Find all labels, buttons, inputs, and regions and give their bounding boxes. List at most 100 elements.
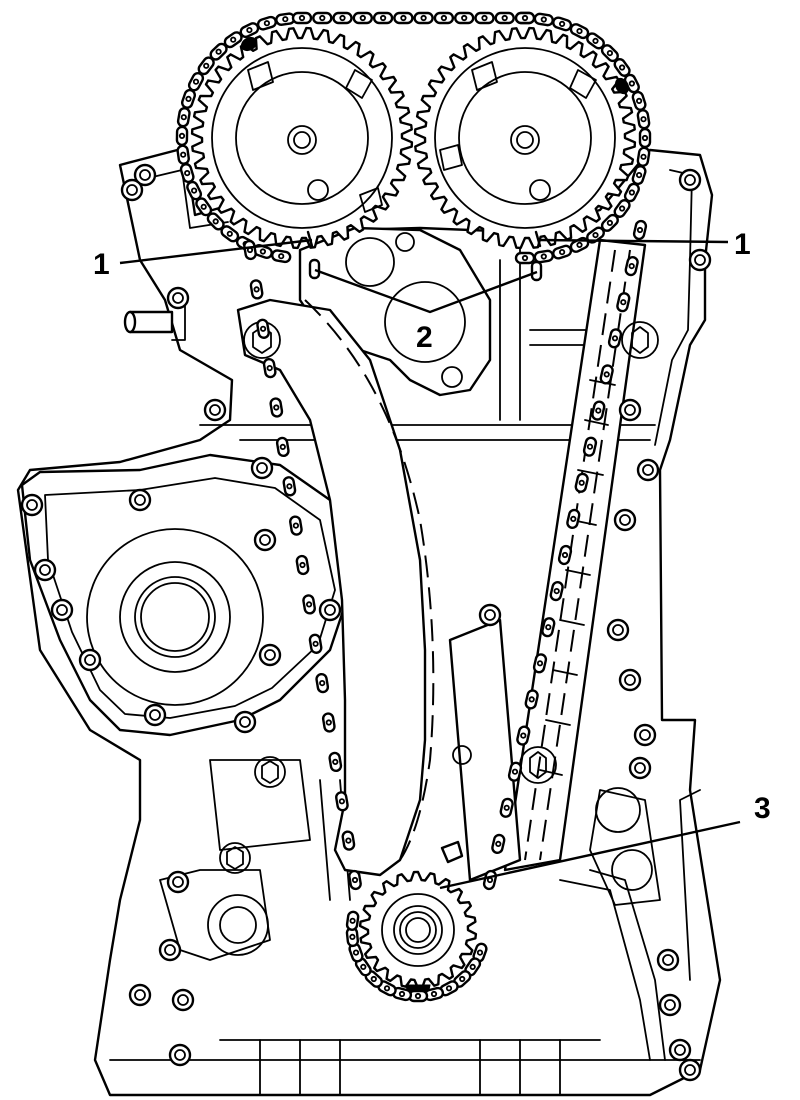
bolt-head xyxy=(143,703,167,727)
bolt-center xyxy=(634,762,646,774)
chain-link-pin xyxy=(178,132,186,139)
hex-bolts xyxy=(219,321,659,874)
chain-link-pin xyxy=(185,95,192,103)
chain-link-pin xyxy=(636,226,644,234)
hex-bolt xyxy=(219,842,251,874)
chain-link xyxy=(302,594,316,615)
chain-link-pin xyxy=(545,624,552,631)
chain-link-pin xyxy=(635,172,643,179)
chain-link xyxy=(631,90,647,111)
leader-line-1-right xyxy=(539,238,729,244)
chain-link xyxy=(638,127,652,149)
bolt-center xyxy=(177,994,189,1006)
leader-lines xyxy=(119,238,741,890)
bolt-head xyxy=(120,178,144,202)
chain-link xyxy=(321,712,336,733)
chain-link-pin xyxy=(360,963,367,971)
chain-link xyxy=(494,11,515,25)
bolt-head xyxy=(678,168,702,192)
chain-link-pin xyxy=(640,116,647,123)
chain-link-pin xyxy=(259,248,266,255)
chain-link-pin xyxy=(618,64,626,71)
chain-link-pin xyxy=(192,78,200,85)
chain-link-pin xyxy=(618,205,626,212)
chain-link-pin xyxy=(180,114,187,121)
bolt-head xyxy=(50,598,74,622)
chain-link xyxy=(454,11,475,25)
chain-link-pin xyxy=(263,20,270,27)
chain-link xyxy=(636,109,651,130)
bolt-head xyxy=(128,983,152,1007)
chain-link xyxy=(256,15,277,31)
chain-link-pin xyxy=(495,840,502,848)
chain-link xyxy=(335,791,349,812)
bolt-center xyxy=(172,876,184,888)
chain-link xyxy=(552,16,573,32)
chain-link-pin xyxy=(180,151,187,158)
chain-link xyxy=(413,11,434,25)
bolt-center xyxy=(126,184,138,196)
bolt-center xyxy=(619,514,631,526)
chain-link-pin xyxy=(540,16,547,23)
left-cam-timing-mark xyxy=(306,230,314,248)
callout-3: 3 xyxy=(754,792,771,825)
chain-link xyxy=(249,279,264,300)
chain-link-pin xyxy=(511,768,519,775)
colored-link-marker xyxy=(614,77,630,95)
chain-link-pin xyxy=(359,14,366,22)
bolt-head xyxy=(166,870,190,894)
chain-link-pin xyxy=(200,203,207,210)
chain-link-pin xyxy=(259,325,267,332)
bolt-head xyxy=(633,723,657,747)
chain-link-pin xyxy=(595,407,602,414)
chain-link xyxy=(541,617,556,638)
chain-link-pin xyxy=(339,14,346,22)
hex-bolt xyxy=(621,321,659,359)
chain-link-pin xyxy=(481,14,488,22)
chain-link-pin xyxy=(253,286,260,293)
chain-link xyxy=(180,88,197,109)
bolt-center xyxy=(134,494,146,506)
chain-link xyxy=(291,11,313,25)
chain-link-pin xyxy=(215,48,222,55)
bolt-head xyxy=(618,398,642,422)
chain-link-pin xyxy=(592,232,599,239)
bolt-center xyxy=(84,654,96,666)
bolt-center xyxy=(674,1044,686,1056)
bolt-head xyxy=(606,618,630,642)
chain-link xyxy=(624,256,639,277)
bolt-head xyxy=(166,286,190,310)
chain-link-pin xyxy=(286,483,293,490)
leader-line-2 xyxy=(314,268,538,314)
chain-link xyxy=(524,689,539,710)
bolt-head xyxy=(203,398,227,422)
chain-link-pin xyxy=(420,14,427,22)
chain-link xyxy=(315,672,330,694)
chain-link xyxy=(549,581,564,602)
chain-link-pin xyxy=(628,189,636,196)
chain-link-pin xyxy=(279,443,286,450)
chain-link xyxy=(393,11,414,25)
chain-link-pin xyxy=(319,679,326,687)
leader-line-3 xyxy=(439,820,741,890)
chain-link-pin xyxy=(459,975,466,983)
chain-link xyxy=(312,11,333,25)
chain-link xyxy=(433,11,455,25)
lower-bosses xyxy=(207,787,661,956)
bolt-center xyxy=(684,174,696,186)
chain-link xyxy=(308,633,323,654)
bolt-head xyxy=(628,756,652,780)
left-alignment-slot xyxy=(308,258,321,280)
chain-link-pin xyxy=(501,14,508,22)
callout-labels: 1 1 2 3 xyxy=(93,228,771,825)
chain-link xyxy=(271,249,292,264)
chain-link xyxy=(607,328,623,349)
bolt-center xyxy=(259,534,271,546)
chain-link-pin xyxy=(370,975,377,983)
chain-link xyxy=(636,146,651,167)
chain-link-pin xyxy=(230,36,237,43)
bolt-center xyxy=(56,604,68,616)
callout-1-left: 1 xyxy=(93,248,110,281)
chain-link-pin xyxy=(561,551,569,559)
